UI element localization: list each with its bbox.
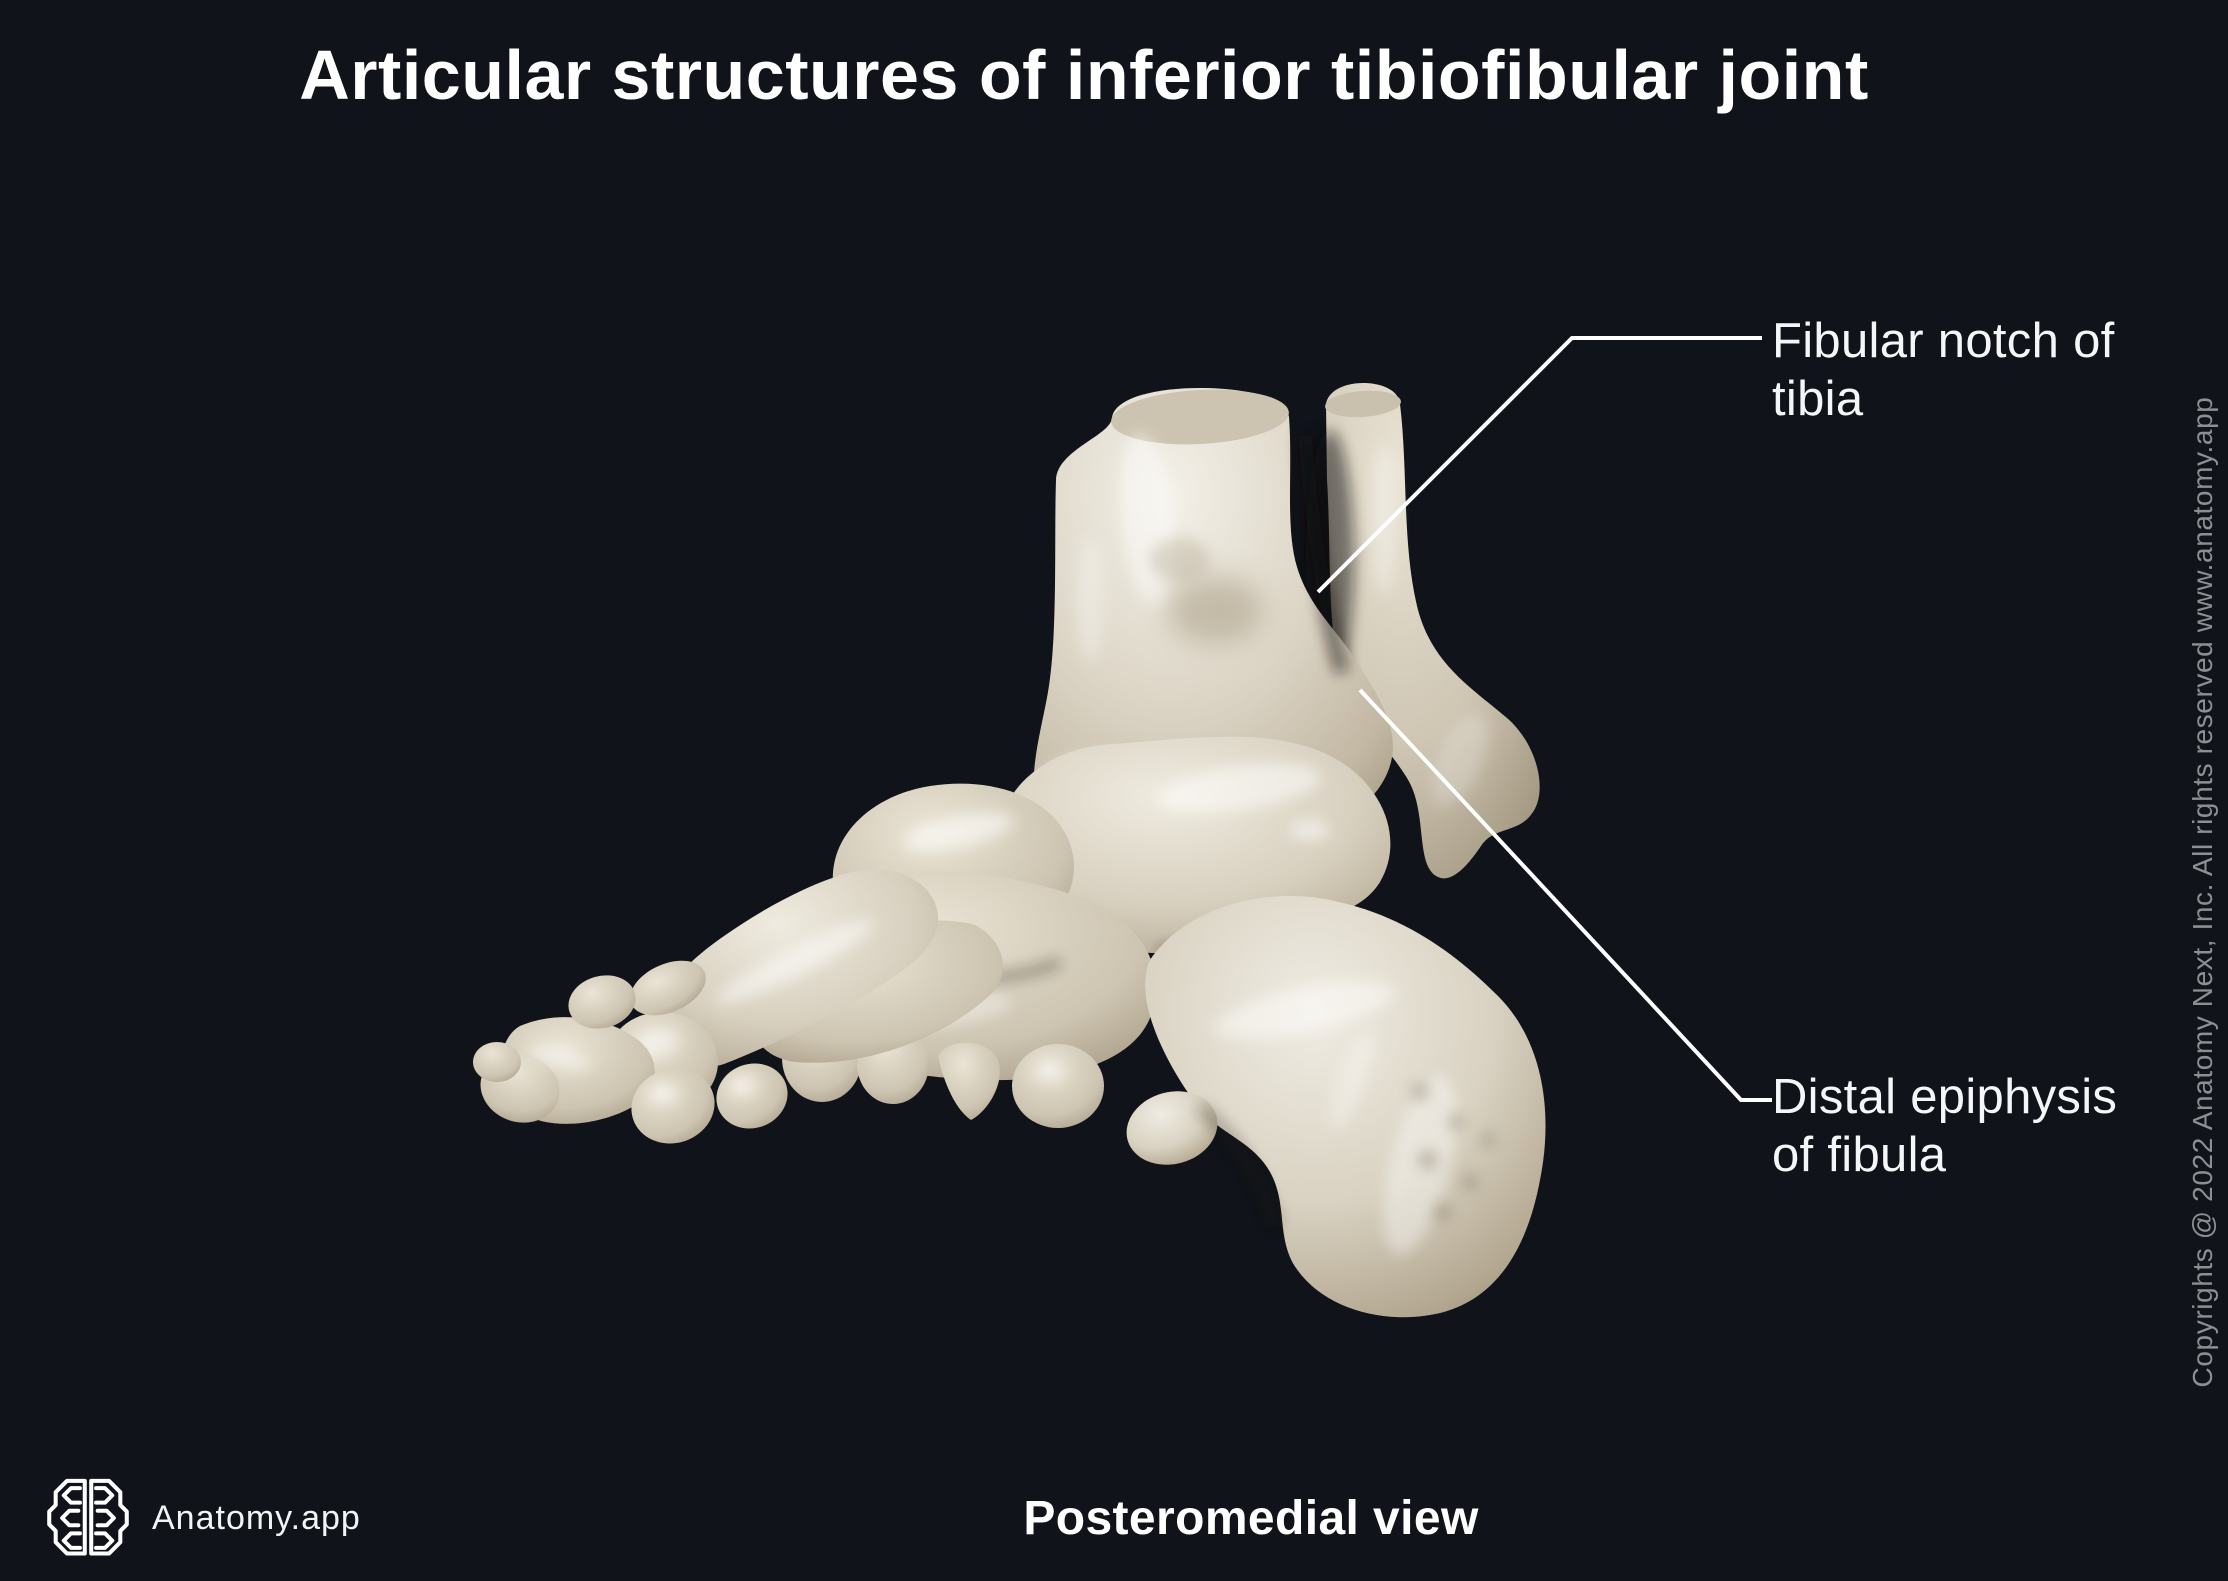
fibular-notch-groove	[1298, 435, 1349, 674]
label-distal-epiphysis-of-fibula: Distal epiphysis of fibula	[1772, 1068, 2117, 1184]
page-title: Articular structures of inferior tibiofi…	[299, 36, 1869, 114]
view-caption: Posteromedial view	[1023, 1492, 1479, 1545]
brand-footer: Anatomy.app	[46, 1477, 361, 1559]
label-line: Distal epiphysis	[1772, 1070, 2118, 1124]
tibia-cut-surface	[1111, 389, 1289, 445]
calcaneus-texture	[1411, 1083, 1495, 1221]
brand-name: Anatomy.app	[152, 1499, 361, 1537]
leader-line-fibular-notch	[1316, 336, 1762, 594]
label-line: Fibular notch of	[1772, 314, 2115, 368]
leader-line-distal-epiphysis	[1358, 688, 1772, 1102]
phalanx-bones	[473, 975, 655, 1124]
copyright-text: Copyrights @ 2022 Anatomy Next, Inc. All…	[2187, 396, 2218, 1388]
sesamoid-bones	[631, 1063, 788, 1144]
calcaneus-bone	[1126, 896, 1546, 1318]
label-line: tibia	[1772, 372, 1864, 426]
label-fibular-notch-of-tibia: Fibular notch of tibia	[1772, 312, 2115, 428]
label-line: of fibula	[1772, 1128, 1947, 1182]
brain-logo-icon	[47, 1478, 129, 1556]
fibula-cut-surface	[1325, 390, 1401, 418]
